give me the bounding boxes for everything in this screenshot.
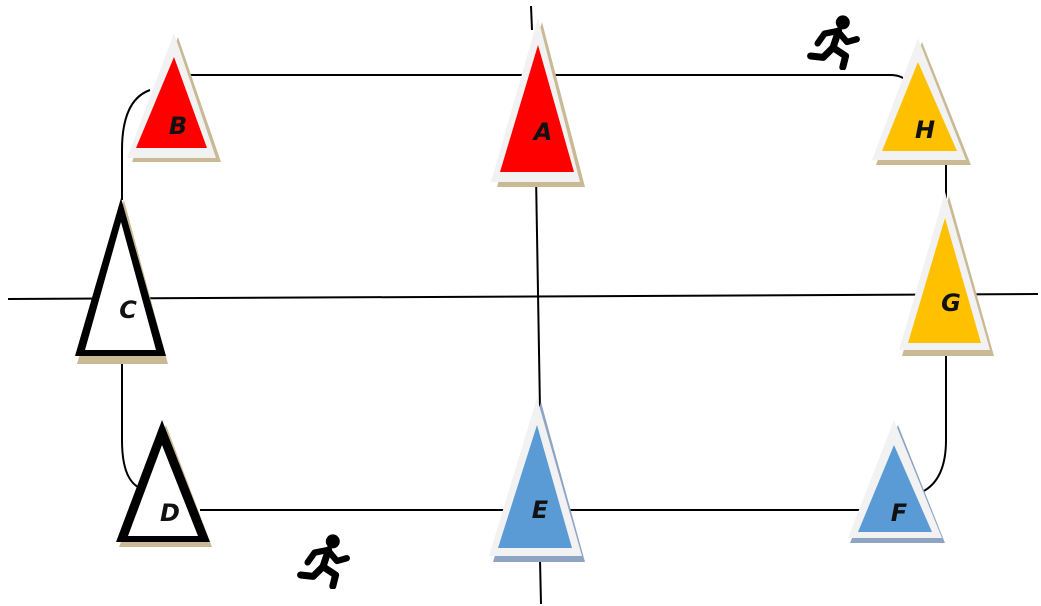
cone-label-F: F xyxy=(891,499,908,527)
vertical-axis xyxy=(535,174,541,411)
cone-C: C xyxy=(75,198,168,364)
right-lower-line xyxy=(921,355,947,493)
vertical-axis-bottom xyxy=(539,559,542,605)
top-left-corner xyxy=(121,89,151,200)
cone-D: D xyxy=(116,420,212,547)
cone-label-D: D xyxy=(160,499,180,527)
horizontal-axis xyxy=(7,293,1039,300)
cone-label-B: B xyxy=(169,112,187,140)
runner-icon xyxy=(301,534,347,586)
cone-F: F xyxy=(848,420,945,543)
left-lower-line xyxy=(121,360,141,489)
cone-H: H xyxy=(872,38,971,165)
cone-A: A xyxy=(491,18,585,187)
cone-G: G xyxy=(899,192,994,356)
cone-label-H: H xyxy=(915,116,935,144)
cone-E: E xyxy=(489,398,585,562)
vertical-axis-top xyxy=(530,5,533,31)
cone-B: B xyxy=(127,33,221,162)
cone-label-C: C xyxy=(119,296,137,324)
cone-label-G: G xyxy=(941,289,961,317)
runner-icon xyxy=(811,15,857,67)
cone-label-A: A xyxy=(532,118,553,146)
cone-label-E: E xyxy=(532,496,549,524)
